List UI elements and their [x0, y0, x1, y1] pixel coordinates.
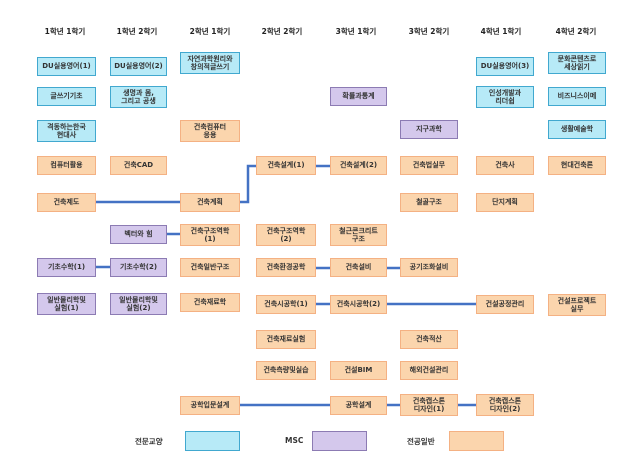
course-vectors-and-forces: 벡터와 힘 [110, 225, 167, 244]
course-business-email: 비즈니스이메 [548, 87, 606, 106]
course-architectural-design-2: 건축설계(2) [330, 156, 387, 175]
course-construction-management: 건설공정관리 [476, 295, 534, 314]
line-planning-to-design1 [240, 164, 256, 204]
course-capstone-design-2: 건축캡스톤 디자인(2) [476, 394, 534, 416]
course-surveying-practice: 건축측량및실습 [256, 361, 316, 380]
course-construction-bim: 건설BIM [330, 361, 387, 380]
semester-header: 2학년 2학기 [261, 27, 303, 36]
course-building-equipment: 건축설비 [330, 258, 387, 277]
semester-header: 2학년 1학기 [189, 27, 231, 36]
course-architectural-history: 건축사 [476, 156, 534, 175]
course-reinforced-concrete: 철근콘크리트 구조 [330, 224, 387, 246]
course-architectural-cad: 건축CAD [110, 156, 167, 175]
course-du-english-3: DU실용영어(3) [476, 57, 534, 76]
semester-header: 4학년 2학기 [555, 27, 597, 36]
course-life-arts: 생활예술학 [548, 120, 606, 139]
course-cost-estimation: 건축적산 [400, 330, 458, 349]
course-probability-statistics: 확률과통계 [330, 87, 387, 106]
course-construction-1: 건축시공학(1) [256, 295, 316, 314]
semester-header: 1학년 1학기 [44, 27, 86, 36]
legend-liberal-swatch [185, 431, 240, 451]
course-basic-math-2: 기초수학(2) [110, 258, 167, 277]
course-site-planning: 단지계획 [476, 193, 534, 212]
course-building-materials: 건축재료학 [180, 293, 240, 312]
course-capstone-design-1: 건축캡스톤 디자인(1) [400, 394, 458, 416]
course-modern-architecture: 현대건축론 [548, 156, 606, 175]
course-architectural-planning: 건축계획 [180, 193, 240, 212]
course-earth-science: 지구과학 [400, 120, 458, 139]
course-architectural-design-1: 건축설계(1) [256, 156, 316, 175]
legend-general-swatch [449, 431, 504, 451]
course-physics-lab-2: 일반물리학및 실험(2) [110, 293, 167, 315]
course-structural-mechanics-2: 건축구조역학 (2) [256, 224, 316, 246]
course-basic-math-1: 기초수학(1) [37, 258, 96, 277]
semester-header: 4학년 1학기 [480, 27, 522, 36]
course-hvac: 공기조화설비 [400, 258, 458, 277]
course-culture-contents: 문화콘텐츠로 세상읽기 [548, 52, 606, 74]
course-structural-mechanics-1: 건축구조역학 (1) [180, 224, 240, 246]
legend-msc-label: MSC [285, 436, 304, 445]
course-engineering-design: 공학설계 [330, 396, 387, 415]
course-natural-science-writing: 자연과학원리와 창의적글쓰기 [180, 52, 240, 74]
course-korean-history: 격동하는한국 현대사 [37, 120, 96, 142]
course-life-and-body: 생명과 몸, 그리고 공생 [110, 86, 167, 108]
course-intro-engineering-design: 공학입문설계 [180, 396, 240, 415]
legend-msc-swatch [312, 431, 367, 451]
course-writing-basics: 글쓰기기초 [37, 87, 96, 106]
course-material-lab: 건축재료실험 [256, 330, 316, 349]
semester-header: 1학년 2학기 [116, 27, 158, 36]
course-steel-structures: 철골구조 [400, 193, 458, 212]
semester-header: 3학년 1학기 [335, 27, 377, 36]
course-general-structures: 건축일반구조 [180, 258, 240, 277]
course-du-english-1: DU실용영어(1) [37, 57, 96, 76]
course-character-leadership: 인성개발과 리더쉽 [476, 86, 534, 108]
course-du-english-2: DU실용영어(2) [110, 57, 167, 76]
course-construction-2: 건축시공학(2) [330, 295, 387, 314]
legend-general-label: 전공일반 [407, 437, 435, 446]
course-building-law: 건축법실무 [400, 156, 458, 175]
course-architectural-computing: 건축컴퓨터 응용 [180, 120, 240, 142]
semester-header: 3학년 2학기 [408, 27, 450, 36]
course-computer-use: 컴퓨터활용 [37, 156, 96, 175]
course-overseas-construction: 해외건설관리 [400, 361, 458, 380]
course-environmental-engineering: 건축환경공학 [256, 258, 316, 277]
course-construction-project-practice: 건설프로젝트 실무 [548, 294, 606, 316]
course-physics-lab-1: 일반물리학및 실험(1) [37, 293, 96, 315]
legend-liberal-label: 전문교양 [135, 437, 163, 446]
course-architectural-drawing: 건축제도 [37, 193, 96, 212]
